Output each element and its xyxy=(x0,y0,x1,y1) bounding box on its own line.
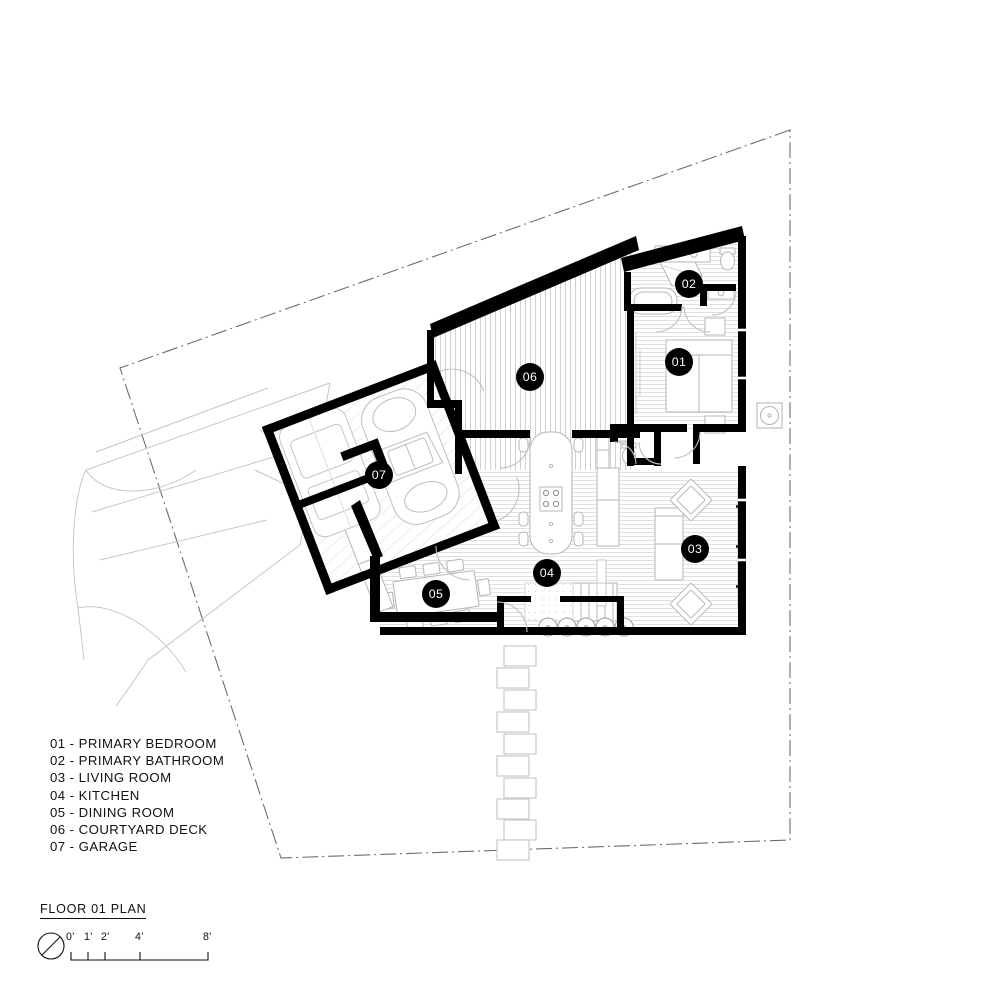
wall-hall-partition-2 xyxy=(627,424,634,466)
wall-entry-west xyxy=(497,596,504,628)
door-swings xyxy=(435,290,737,633)
deck-surface-06 xyxy=(430,243,633,430)
wall-stair-head xyxy=(560,596,624,602)
wall-entry-head xyxy=(497,596,531,602)
legend-item-garage: 07 - GARAGE xyxy=(50,839,138,855)
nightstand-left xyxy=(704,317,726,336)
wall-living-west xyxy=(455,430,462,474)
entry-stepping-stones xyxy=(496,645,537,861)
scale-tick-4: 8' xyxy=(203,931,212,943)
room-tag-primary-bathroom: 02 xyxy=(675,270,703,298)
wall-powder-north xyxy=(610,424,618,442)
window-marks xyxy=(738,328,746,562)
wall-kitchen-north-2 xyxy=(572,430,640,438)
room-tag-kitchen: 04 xyxy=(533,559,561,587)
legend-item-kitchen: 04 - KITCHEN xyxy=(50,787,140,803)
vehicle-car xyxy=(361,388,460,525)
closet-shelving xyxy=(596,559,607,607)
legend-item-primary-bathroom: 02 - PRIMARY BATHROOM xyxy=(50,753,225,769)
wall-dining-south xyxy=(377,612,500,622)
wall-powder-west xyxy=(610,424,644,431)
wall-dining-northwest xyxy=(351,500,383,560)
property-line xyxy=(119,129,791,859)
wall-bath-south xyxy=(624,304,682,311)
room-tag-living-room: 03 xyxy=(681,535,709,563)
wall-garage-east xyxy=(427,360,501,532)
room-tag-garage: 07 xyxy=(365,461,393,489)
scale-tick-2: 2' xyxy=(101,931,110,943)
wall-bath-west xyxy=(624,272,631,310)
legend-item-primary-bedroom: 01 - PRIMARY BEDROOM xyxy=(50,736,217,751)
room-legend: 01 - PRIMARY BEDROOM 02 - PRIMARY BATHROO… xyxy=(50,735,224,855)
wall-hall-partition xyxy=(693,424,700,464)
bedroom-window-wall xyxy=(635,332,641,414)
legend-item-courtyard-deck: 06 - COURTYARD DECK xyxy=(50,822,208,838)
legend-item-dining-room: 05 - DINING ROOM xyxy=(50,804,175,820)
scale-tick-3: 4' xyxy=(135,931,144,943)
wall-kitchen-north xyxy=(462,430,530,438)
wall-bath-north xyxy=(621,226,745,272)
wall-deck-north xyxy=(430,236,639,338)
north-arrow-icon xyxy=(37,932,65,960)
wall-wc-partition xyxy=(700,284,736,291)
title-block: FLOOR 01 PLAN xyxy=(40,900,147,919)
armchair-lower xyxy=(670,583,712,625)
wall-hall-east xyxy=(700,424,746,432)
room-tag-primary-bedroom: 01 xyxy=(665,348,693,376)
wall-stair-east xyxy=(617,596,624,628)
page-title: FLOOR 01 PLAN xyxy=(40,902,147,919)
graphic-scale-bar: 0' 1' 2' 4' 8' xyxy=(36,928,256,974)
wall-hall-south xyxy=(627,458,661,465)
wall-garage-interior-divider xyxy=(291,467,388,511)
room-tag-courtyard-deck: 06 xyxy=(516,363,544,391)
wall-wc-side xyxy=(700,284,707,306)
room-tag-dining-room: 05 xyxy=(422,580,450,608)
wall-east-exterior xyxy=(738,466,746,634)
toilet-primary xyxy=(719,247,736,271)
bar-stools xyxy=(518,437,584,547)
wall-bedroom-west xyxy=(627,306,634,430)
wall-powder-east xyxy=(654,424,661,466)
exterior-round-unit xyxy=(756,402,783,429)
wall-garage-south xyxy=(323,519,501,595)
scale-bar-graphic xyxy=(37,932,209,961)
wall-garage-jog xyxy=(340,438,392,477)
kitchen-tall-cabinets xyxy=(596,431,610,469)
wall-bath-east xyxy=(738,236,746,302)
wall-garage-north xyxy=(261,360,439,436)
kitchen-island xyxy=(529,431,573,555)
scale-bar-ruler xyxy=(70,952,209,961)
wall-south-exterior xyxy=(380,627,746,635)
armchair-upper xyxy=(670,479,712,521)
scale-tick-1: 1' xyxy=(84,931,93,943)
wall-bedroom-east xyxy=(738,300,746,432)
scale-tick-0: 0' xyxy=(66,931,75,943)
legend-item-living-room: 03 - LIVING ROOM xyxy=(50,770,172,786)
